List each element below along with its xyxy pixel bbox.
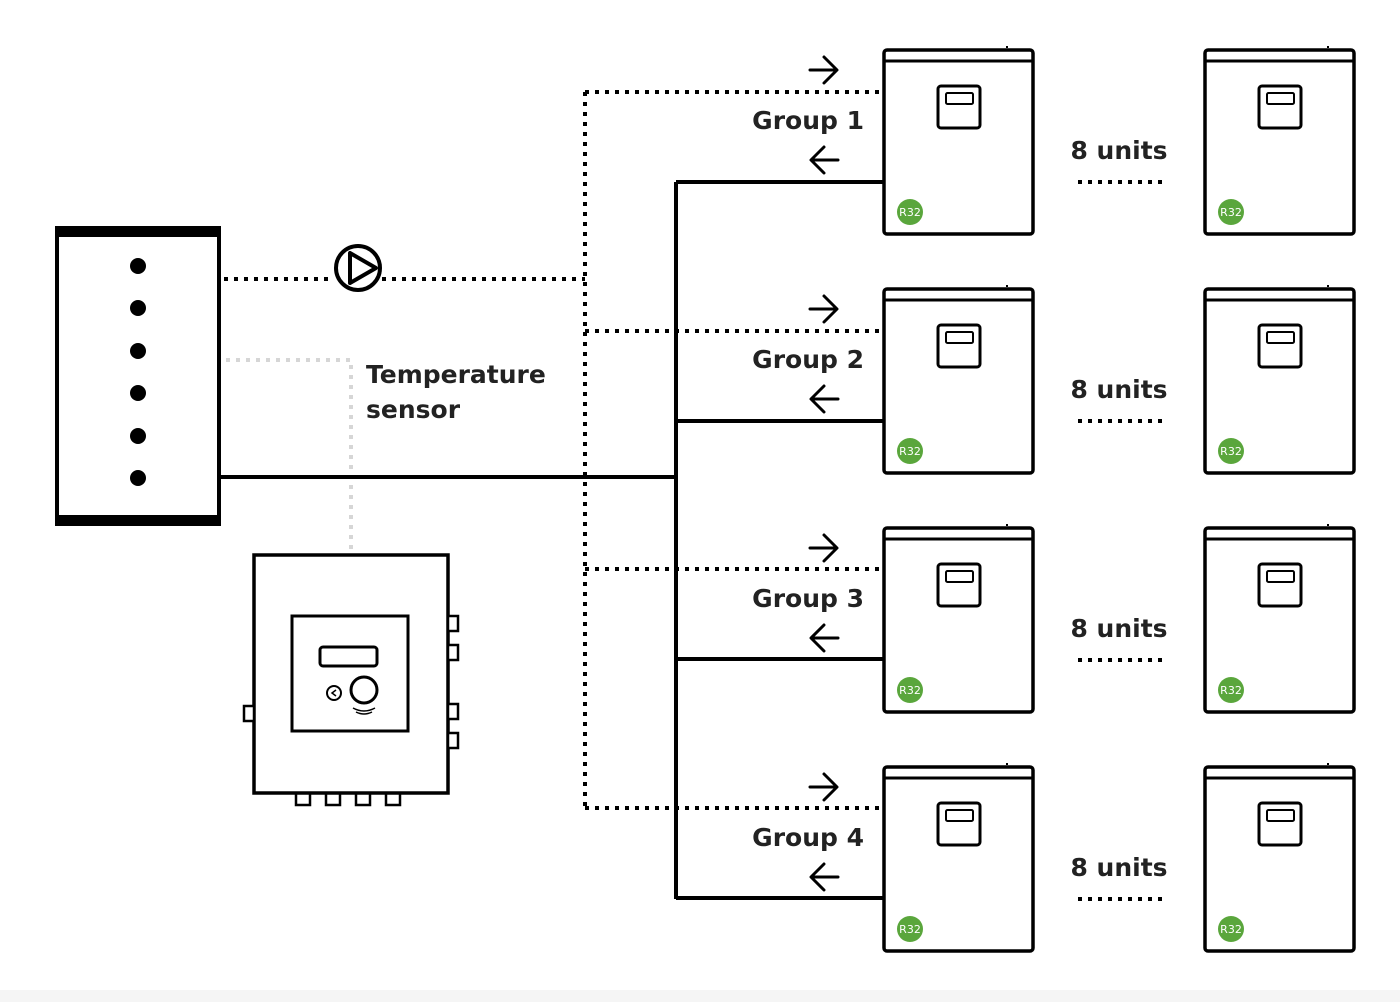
refrigerant-label: R32 [1220, 445, 1242, 458]
r32-badge: R32 [897, 199, 923, 225]
display-icon [936, 84, 982, 130]
display-icon [936, 323, 982, 369]
group-3: Group 3 R32 R32 8 units [752, 524, 1356, 714]
display-icon [1257, 323, 1303, 369]
group-2: Group 2 R32 R32 8 units [752, 285, 1356, 475]
arrow-left-icon [809, 384, 840, 414]
sensor-wire [226, 358, 353, 550]
r32-badge: R32 [897, 677, 923, 703]
group-label: Group 4 [752, 823, 864, 852]
display-icon [1257, 562, 1303, 608]
display-icon [936, 801, 982, 847]
heat-pump-unit: R32 [882, 524, 1035, 714]
group-4: Group 4 R32 R32 8 units [752, 763, 1356, 953]
arrow-right-icon [808, 55, 839, 85]
sensor-label-line1: Temperature [366, 360, 546, 389]
r32-badge: R32 [1218, 199, 1244, 225]
refrigerant-label: R32 [899, 206, 921, 219]
supply-line [224, 90, 884, 810]
refrigerant-label: R32 [1220, 684, 1242, 697]
arrow-left-icon [809, 623, 840, 653]
arrow-left-icon [809, 862, 840, 892]
heat-pump-unit: R32 [882, 285, 1035, 475]
refrigerant-label: R32 [1220, 206, 1242, 219]
display-icon [1257, 801, 1303, 847]
heat-pump-unit: R32 [1203, 46, 1356, 236]
group-label: Group 2 [752, 345, 864, 374]
pump-icon [334, 244, 382, 292]
heat-pump-unit: R32 [882, 763, 1035, 953]
refrigerant-label: R32 [899, 445, 921, 458]
unit-count-label: 8 units [1070, 136, 1167, 165]
heat-pump-unit: R32 [1203, 524, 1356, 714]
r32-badge: R32 [1218, 677, 1244, 703]
display-icon [1257, 84, 1303, 130]
refrigerant-label: R32 [899, 923, 921, 936]
heat-pump-unit: R32 [882, 46, 1035, 236]
r32-badge: R32 [1218, 916, 1244, 942]
heat-pump-unit: R32 [1203, 285, 1356, 475]
display-icon [936, 562, 982, 608]
arrow-right-icon [808, 772, 839, 802]
refrigerant-label: R32 [1220, 923, 1242, 936]
arrow-left-icon [809, 145, 840, 175]
controller-icon [242, 553, 460, 807]
arrow-right-icon [808, 533, 839, 563]
refrigerant-label: R32 [899, 684, 921, 697]
unit-count-label: 8 units [1070, 375, 1167, 404]
unit-count-label: 8 units [1070, 614, 1167, 643]
sensor-label-line2: sensor [366, 395, 461, 424]
unit-count-label: 8 units [1070, 853, 1167, 882]
group-label: Group 3 [752, 584, 864, 613]
return-line [219, 180, 884, 900]
arrow-right-icon [808, 294, 839, 324]
group-1: Group 1 R32 R32 8 units [752, 46, 1356, 236]
heat-pump-unit: R32 [1203, 763, 1356, 953]
r32-badge: R32 [897, 438, 923, 464]
buffer-tank [55, 226, 221, 526]
r32-badge: R32 [897, 916, 923, 942]
group-label: Group 1 [752, 106, 864, 135]
r32-badge: R32 [1218, 438, 1244, 464]
